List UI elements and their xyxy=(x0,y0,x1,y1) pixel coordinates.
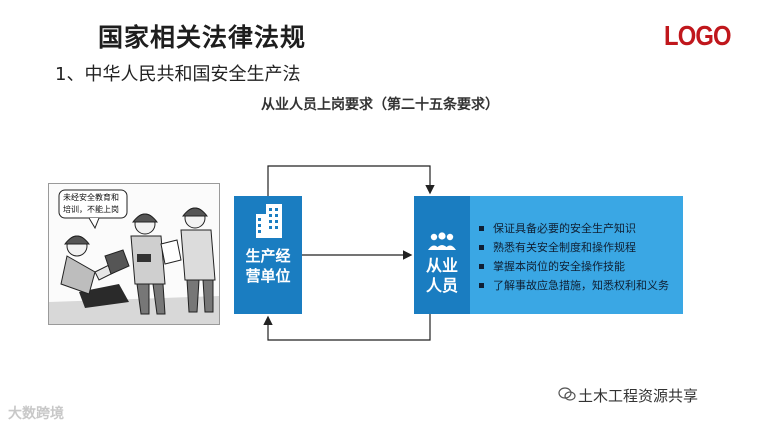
section-heading: 从业人员上岗要求（第二十五条要求） xyxy=(261,97,499,113)
workers-label-line2: 人员 xyxy=(425,276,458,295)
speech-bubble-line1: 未经安全教育和 xyxy=(63,193,119,202)
cartoon-illustration: 未经安全教育和 培训，不能上岗 xyxy=(48,183,220,325)
list-item: 保证具备必要的安全生产知识 xyxy=(477,221,683,237)
corner-watermark: 大数跨境 xyxy=(8,406,64,422)
production-unit-label-line2: 营单位 xyxy=(245,267,291,285)
workers-label: 从业 人员 xyxy=(414,256,470,296)
production-unit-label-line1: 生产经 xyxy=(245,247,291,265)
source-watermark: 土木工程资源共享 xyxy=(558,385,698,406)
page-title: 国家相关法律法规 xyxy=(98,23,307,52)
speech-bubble-line2: 培训，不能上岗 xyxy=(63,205,119,214)
workers-box: 从业 人员 xyxy=(414,196,470,314)
watermark-text: 土木工程资源共享 xyxy=(578,387,699,405)
workers-label-line1: 从业 xyxy=(425,256,458,275)
list-item: 了解事故应急措施，知悉权利和义务 xyxy=(477,278,683,294)
people-icon xyxy=(426,232,458,256)
requirements-panel xyxy=(462,196,683,314)
production-unit-label: 生产经 营单位 xyxy=(234,246,302,286)
list-item: 熟悉有关安全制度和操作规程 xyxy=(477,240,683,256)
production-unit-box: 生产经 营单位 xyxy=(234,196,302,314)
wechat-icon xyxy=(558,387,578,405)
requirements-list: 保证具备必要的安全生产知识 熟悉有关安全制度和操作规程 掌握本岗位的安全操作技能… xyxy=(477,221,683,297)
law-subtitle: 1、中华人民共和国安全生产法 xyxy=(55,64,301,85)
logo: LOGO xyxy=(664,20,732,51)
list-item: 掌握本岗位的安全操作技能 xyxy=(477,259,683,275)
building-icon xyxy=(256,204,282,242)
